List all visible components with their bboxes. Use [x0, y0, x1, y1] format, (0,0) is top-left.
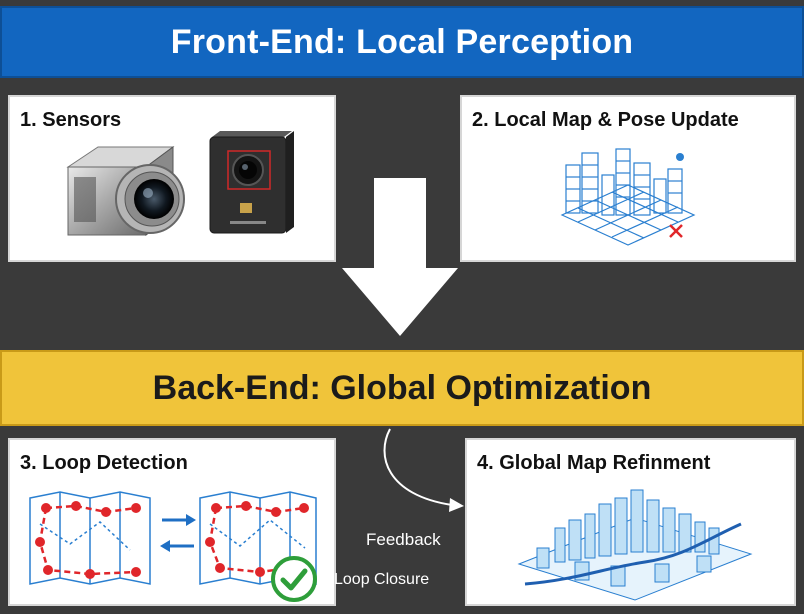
back-end-banner: Back-End: Global Optimization — [0, 350, 804, 426]
down-arrow-icon — [342, 178, 458, 336]
sensors-panel: 1. Sensors — [8, 95, 336, 262]
back-end-title: Back-End: Global Optimization — [152, 368, 652, 407]
camera-icon — [66, 146, 185, 236]
loop-graph-map-icon — [29, 491, 317, 585]
local-map-panel: 2. Local Map & Pose Update — [460, 95, 796, 262]
front-end-banner: Front-End: Local Perception — [0, 6, 804, 78]
city-wireframe-map-icon — [560, 148, 696, 246]
curved-arrow-icon — [383, 428, 464, 512]
machine-vision-camera-icon — [209, 131, 294, 234]
city-dense-map-icon — [517, 489, 753, 601]
global-map-title: 4. Global Map Refinment — [477, 452, 711, 474]
front-end-title: Front-End: Local Perception — [170, 22, 634, 61]
loop-closure-label: Loop Closure — [334, 571, 430, 588]
loop-detection-title: 3. Loop Detection — [20, 452, 188, 474]
check-circle-icon — [271, 556, 317, 602]
local-map-title: 2. Local Map & Pose Update — [472, 109, 739, 131]
sensors-title: 1. Sensors — [20, 109, 122, 131]
feedback-label: Feedback — [366, 530, 441, 549]
global-map-panel: 4. Global Map Refinment — [465, 438, 796, 606]
